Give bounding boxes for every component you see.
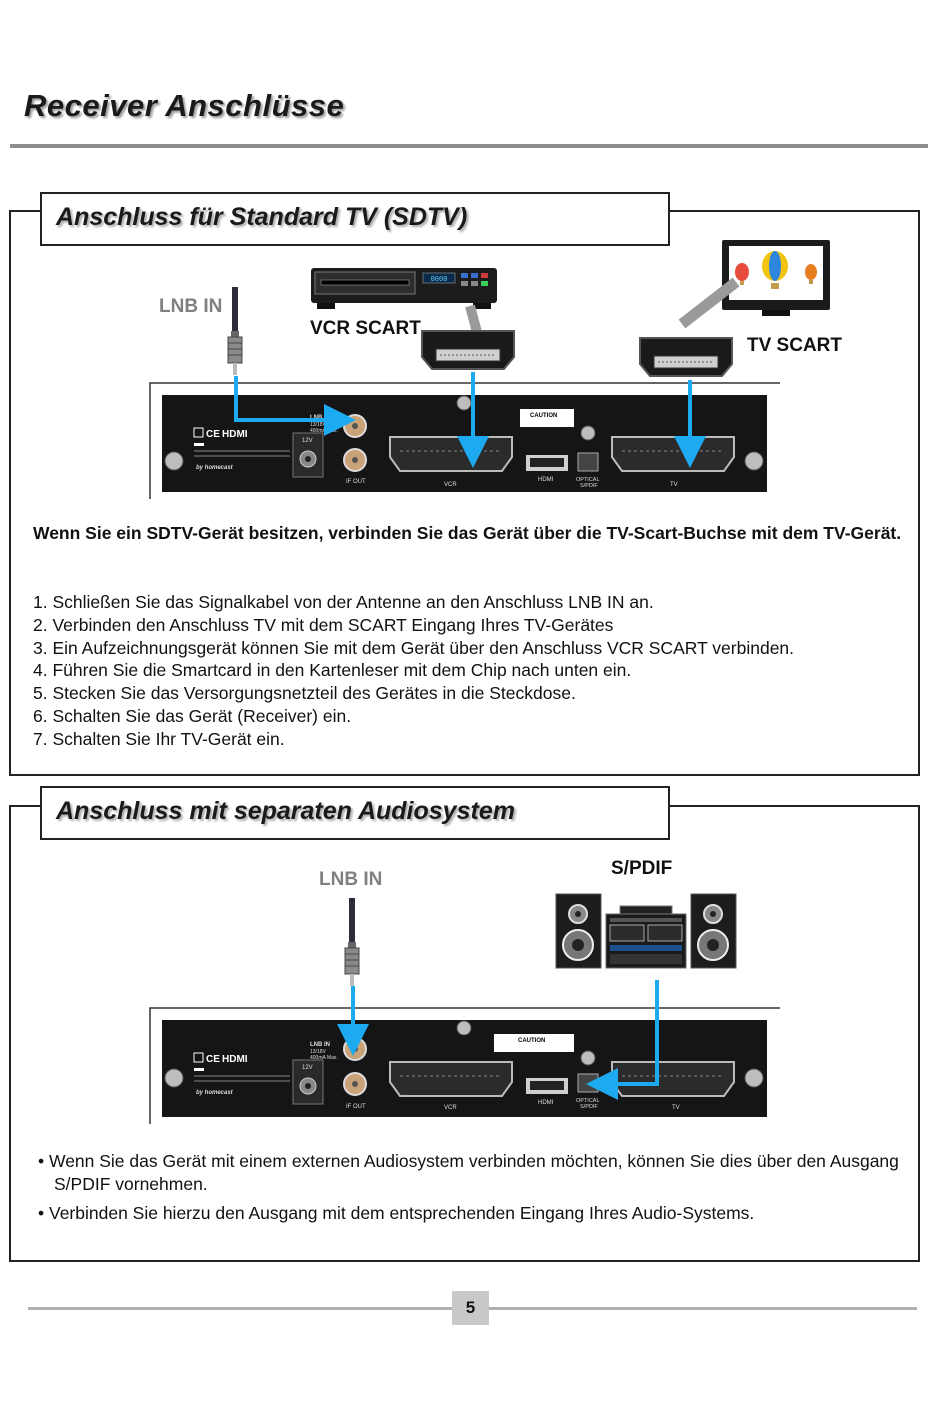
ce-mark: CE bbox=[206, 429, 220, 440]
panel-lnb-spec: 13/18V bbox=[310, 422, 327, 428]
sdtv-heading-tab: Anschluss für Standard TV (SDTV) bbox=[40, 192, 670, 246]
spdif-label: S/PDIF bbox=[611, 858, 673, 879]
panel-dc-label-2: 12V bbox=[302, 1065, 313, 1071]
panel-hdmi-label: HDMI bbox=[538, 477, 554, 483]
panel-optical-sub-2: S/PDIF bbox=[580, 1104, 598, 1110]
spdif-arrow bbox=[586, 980, 659, 1100]
vcr-scart-label: VCR SCART bbox=[310, 318, 421, 339]
panel-caution-2: CAUTION bbox=[518, 1038, 545, 1044]
title-rule bbox=[10, 144, 928, 148]
step-item: 1. Schließen Sie das Signalkabel von der… bbox=[33, 592, 654, 612]
panel-lnb-spec-2: 13/18V bbox=[310, 1049, 327, 1055]
lnb-in-label: LNB IN bbox=[159, 296, 223, 317]
footer-rule-left bbox=[28, 1307, 452, 1310]
panel-ifout-label: IF OUT bbox=[346, 479, 366, 485]
panel-tv-label-2: TV bbox=[672, 1105, 680, 1111]
panel-vcr-label: VCR bbox=[444, 482, 457, 488]
audio-heading-tab: Anschluss mit separaten Audiosystem bbox=[40, 786, 670, 840]
vcr-scart-plug bbox=[421, 330, 515, 370]
vcr-display-text: 0000 bbox=[431, 276, 448, 284]
vcr-device-image: 0000 bbox=[311, 268, 497, 309]
sdtv-steps-list: 1. Schließen Sie das Signalkabel von der… bbox=[33, 591, 794, 751]
ce-mark-2: CE bbox=[206, 1054, 220, 1065]
tv-scart-label: TV SCART bbox=[747, 335, 842, 356]
panel-optical-label-2: OPTICAL bbox=[576, 1098, 600, 1104]
hdmi-logo-2: HDMI bbox=[222, 1054, 248, 1065]
lnb-cable-2 bbox=[344, 898, 360, 986]
audio-heading: Anschluss mit separaten Audiosystem bbox=[56, 797, 515, 825]
hdmi-logo: HDMI bbox=[222, 429, 248, 440]
tv-scart-plug bbox=[639, 337, 733, 377]
bullet-item: • Wenn Sie das Gerät mit einem externen … bbox=[38, 1151, 899, 1194]
panel-optical-sub: S/PDIF bbox=[580, 483, 598, 489]
sdtv-intro: Wenn Sie ein SDTV-Gerät besitzen, verbin… bbox=[33, 523, 902, 543]
panel-vcr-label-2: VCR bbox=[444, 1105, 457, 1111]
page-title: Receiver Anschlüsse bbox=[24, 88, 345, 123]
panel-brand: by homecast bbox=[196, 465, 234, 471]
lnb-cable-1 bbox=[227, 287, 243, 375]
step-item: 3. Ein Aufzeichnungsgerät können Sie mit… bbox=[33, 637, 795, 658]
panel-brand-2: by homecast bbox=[196, 1090, 234, 1096]
step-item: 6. Schalten Sie das Gerät (Receiver) ein… bbox=[33, 705, 352, 726]
tv-image bbox=[722, 240, 830, 316]
lnb-in-label-2: LNB IN bbox=[319, 869, 383, 890]
audio-bullet-list: • Wenn Sie das Gerät mit einem externen … bbox=[38, 1150, 908, 1231]
sdtv-heading: Anschluss für Standard TV (SDTV) bbox=[56, 203, 468, 231]
step-item: 5. Stecken Sie das Versorgungsnetzteil d… bbox=[33, 683, 576, 704]
bullet-item: • Verbinden Sie hierzu den Ausgang mit d… bbox=[38, 1203, 755, 1223]
panel-tv-label: TV bbox=[670, 482, 678, 488]
step-item: 4. Führen Sie die Smartcard in den Karte… bbox=[33, 660, 632, 681]
panel-ifout-label-2: IF OUT bbox=[346, 1104, 366, 1110]
panel-lnb-current-2: 400mA Max. bbox=[310, 1055, 338, 1061]
panel-caution: CAUTION bbox=[530, 413, 557, 419]
panel-hdmi-label-2: HDMI bbox=[538, 1100, 554, 1106]
step-item: 7. Schalten Sie Ihr TV-Gerät ein. bbox=[33, 728, 285, 749]
footer-rule-right bbox=[489, 1307, 917, 1310]
lnb-arrow bbox=[234, 376, 356, 436]
panel-optical-label: OPTICAL bbox=[576, 477, 600, 483]
step-item: 2. Verbinden den Anschluss TV mit dem SC… bbox=[33, 614, 614, 635]
tv-cable bbox=[678, 277, 740, 329]
panel-dc-label: 12V bbox=[302, 438, 313, 444]
receiver-rear-panel-2: CE HDMI by homecast LNB IN 13/18V 400mA … bbox=[149, 1007, 780, 1124]
page-number: 5 bbox=[452, 1291, 489, 1325]
panel-lnb-current: 400mA Max. bbox=[310, 428, 338, 434]
panel-lnb-label-2: LNB IN bbox=[310, 1042, 330, 1048]
audio-system-image bbox=[555, 893, 737, 969]
